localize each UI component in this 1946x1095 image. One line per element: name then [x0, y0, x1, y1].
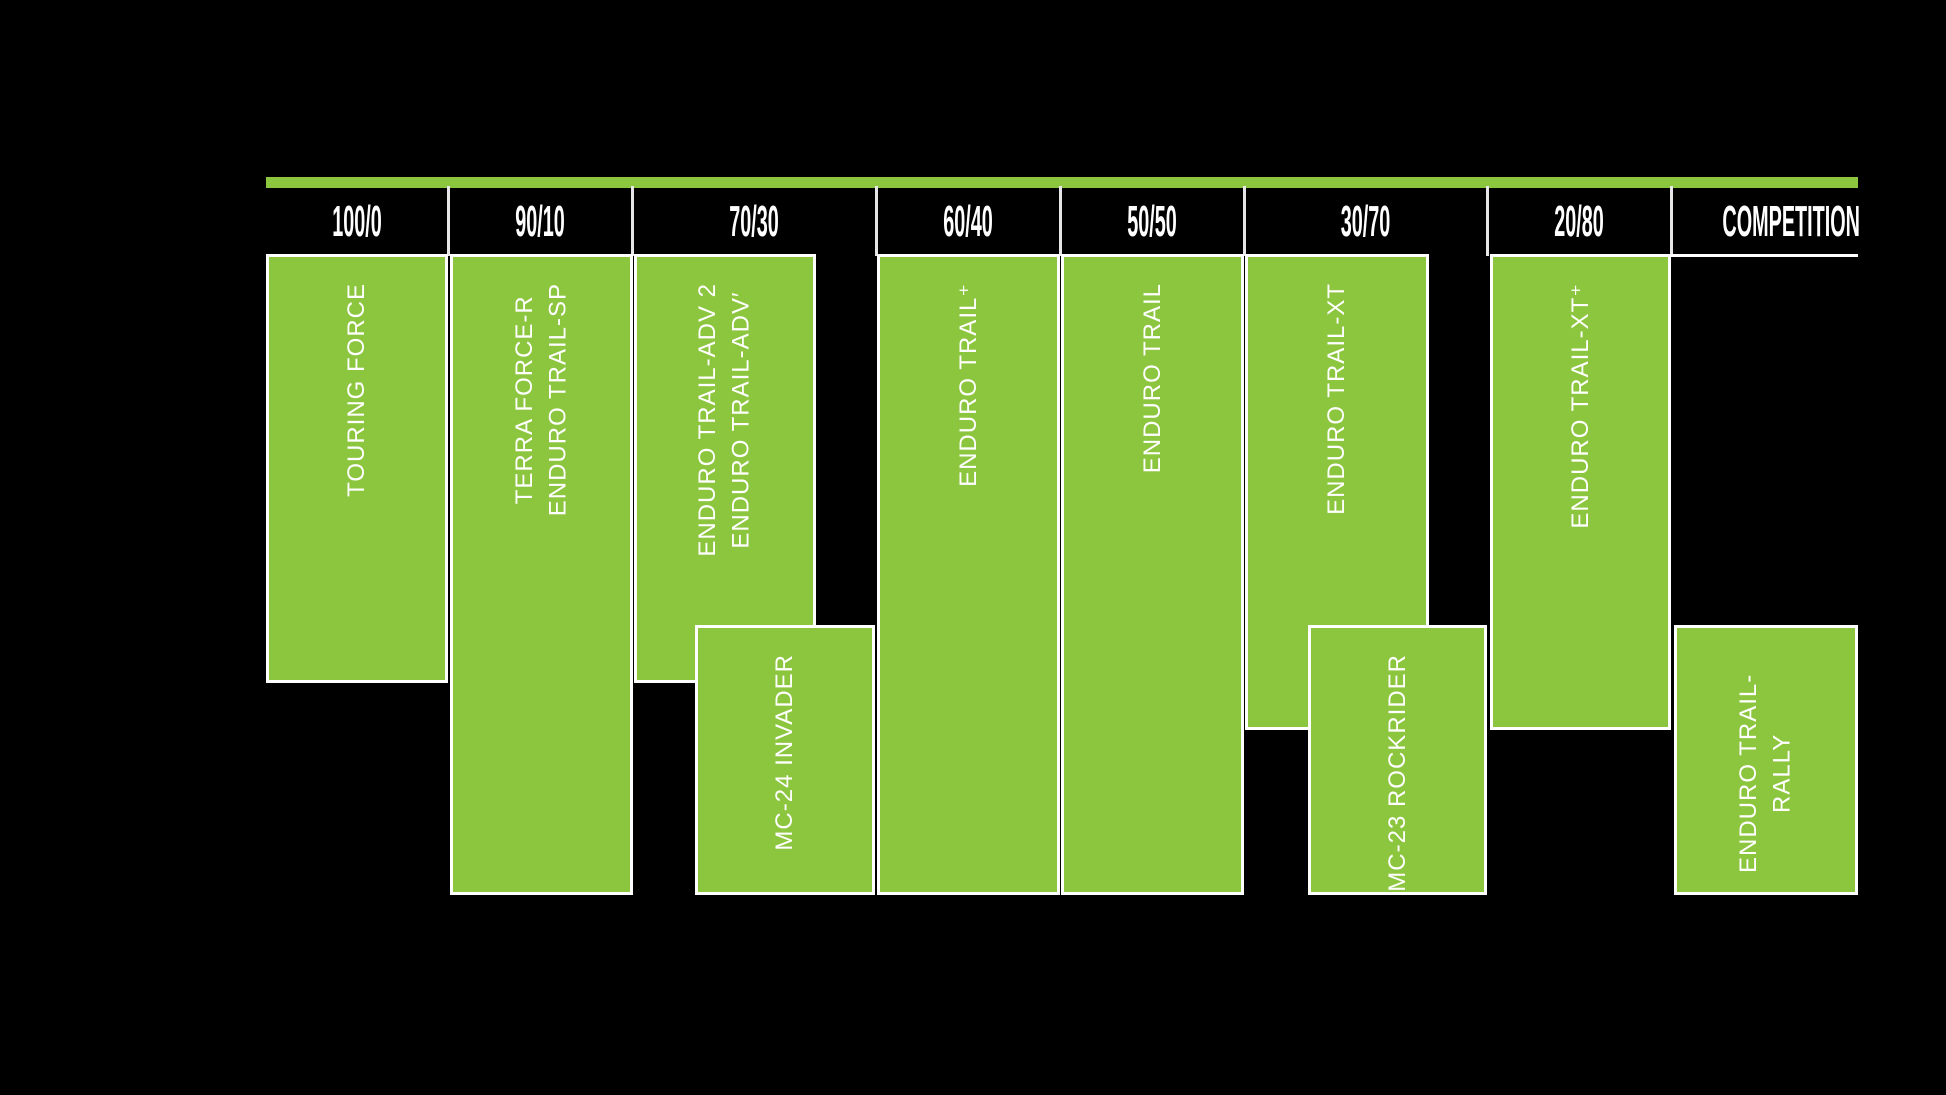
block-mc-24-invader: MC-24 INVADER — [695, 625, 875, 895]
block-label-enduro-trail: ENDURO TRAIL — [1138, 283, 1166, 474]
block-label-enduro-trail-plus: ENDURO TRAIL⁺ — [954, 283, 982, 487]
block-label-mc-23-rockrider: MC-23 ROCKRIDER — [1383, 654, 1411, 892]
block-enduro-trail-rally: ENDURO TRAIL-RALLY — [1674, 625, 1858, 895]
header-divider — [1670, 186, 1673, 256]
block-enduro-trail-adv: ENDURO TRAIL-ADV 2 ENDURO TRAIL-ADV′ — [634, 254, 816, 683]
column-header-4: 50/50 — [1127, 197, 1177, 246]
block-label-enduro-trail-adv: ENDURO TRAIL-ADV 2 ENDURO TRAIL-ADV′ — [694, 283, 755, 557]
column-header-2: 70/30 — [729, 197, 779, 246]
block-label-terra-force-r: TERRA FORCE-R ENDURO TRAIL-SP — [510, 283, 572, 517]
block-mc-23-rockrider: MC-23 ROCKRIDER — [1308, 625, 1487, 895]
header-divider — [875, 186, 878, 256]
column-header-0: 100/0 — [332, 197, 382, 246]
block-enduro-trail-plus: ENDURO TRAIL⁺ — [877, 254, 1060, 895]
block-label-mc-24-invader: MC-24 INVADER — [771, 654, 799, 851]
block-label-enduro-trail-xt-plus: ENDURO TRAIL-XT⁺ — [1566, 283, 1594, 529]
column-header-5: 30/70 — [1340, 197, 1391, 246]
block-enduro-trail: ENDURO TRAIL — [1061, 254, 1244, 895]
block-label-enduro-trail-rally: ENDURO TRAIL-RALLY — [1735, 673, 1796, 873]
column-header-7: COMPETITION — [1722, 197, 1860, 246]
header-divider — [1059, 186, 1062, 256]
competition-underline — [1671, 254, 1858, 257]
column-header-3: 60/40 — [943, 197, 993, 246]
header-divider — [631, 186, 634, 256]
accent-bar — [266, 177, 1858, 188]
header-divider — [447, 186, 450, 256]
header-divider — [1486, 186, 1489, 256]
block-label-enduro-trail-xt: ENDURO TRAIL-XT — [1323, 283, 1351, 515]
block-label-touring-force: TOURING FORCE — [343, 283, 371, 497]
column-header-1: 90/10 — [515, 197, 565, 246]
column-header-6: 20/80 — [1554, 197, 1604, 246]
block-touring-force: TOURING FORCE — [266, 254, 448, 683]
header-divider — [1243, 186, 1246, 256]
block-enduro-trail-xt-plus: ENDURO TRAIL-XT⁺ — [1490, 254, 1671, 730]
block-terra-force-r: TERRA FORCE-R ENDURO TRAIL-SP — [450, 254, 633, 895]
